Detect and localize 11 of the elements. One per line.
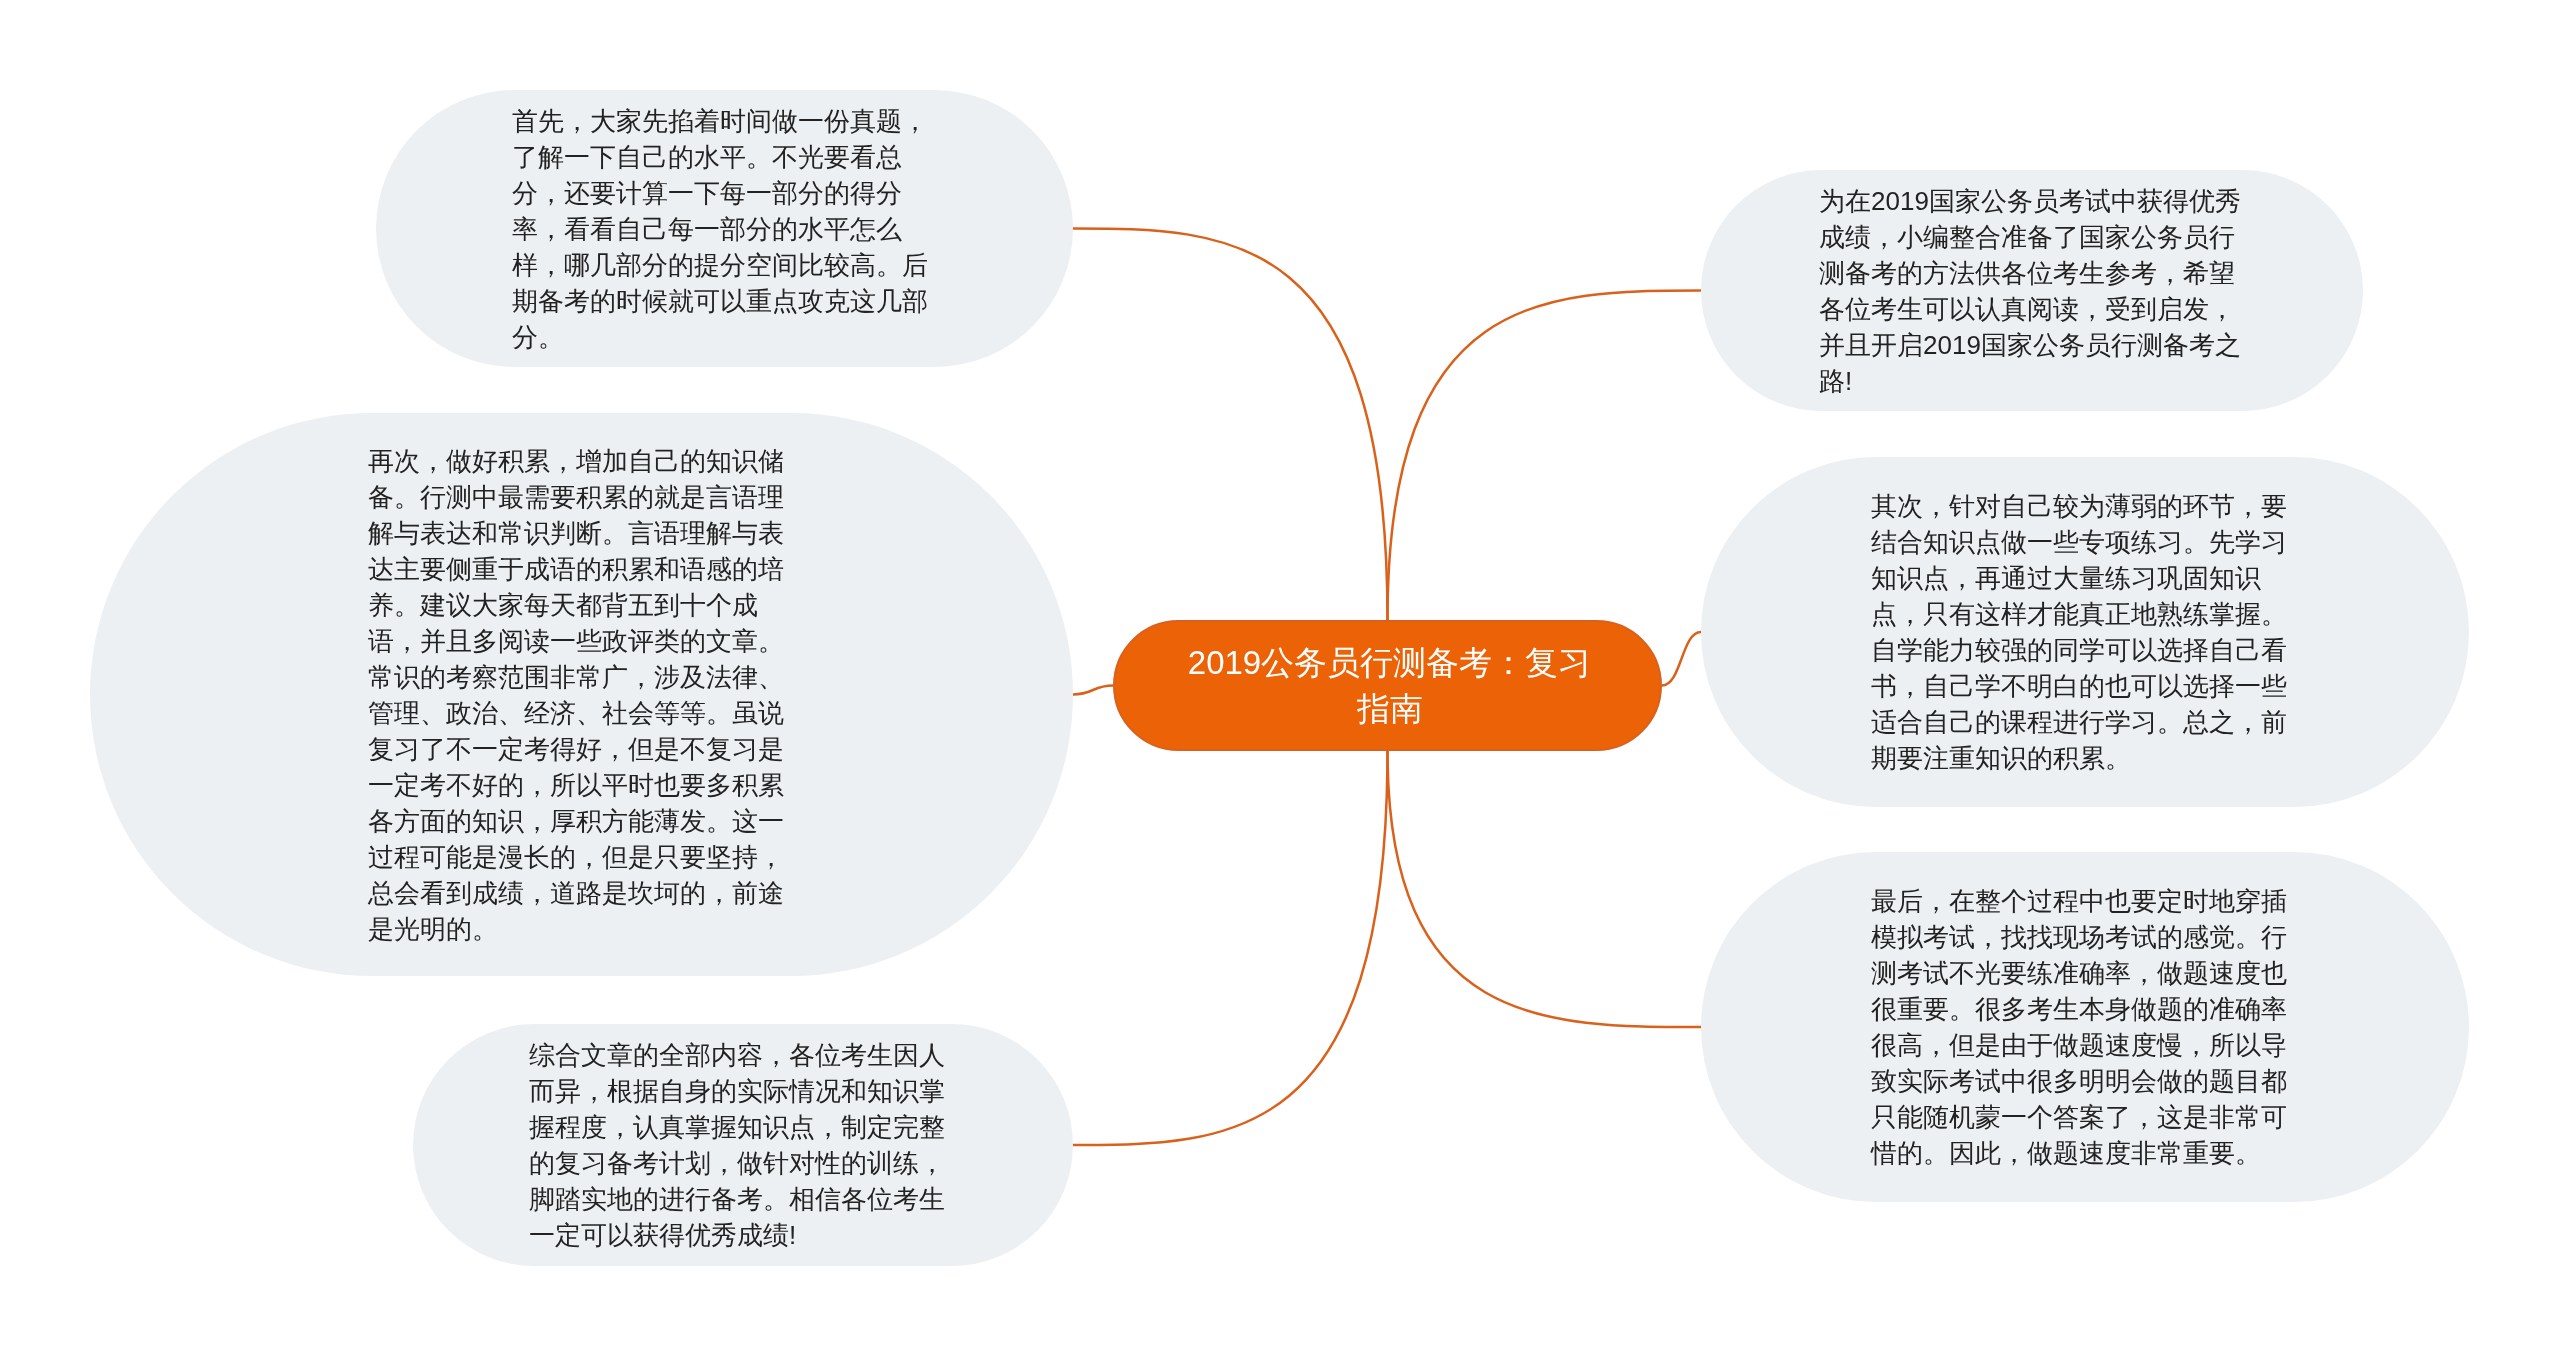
note-text: 为在2019国家公务员考试中获得优秀成绩，小编整合准备了国家公务员行测备考的方法供各位考生参考，希望各位考生可以认真阅读，受到启发，并且开启2019国家公务员行测备考之路!	[1819, 184, 2242, 398]
connector-line	[1072, 684, 1114, 696]
note-text: 其次，针对自己较为薄弱的环节，要结合知识点做一些专项练习。先学习知识点，再通过大量练习巩固知识点，只有这样才能真正地熟练掌握。自学能力较强的同学可以选择自己看书，自己学不明白的也可以选择一些适合自己的课程进行学习。总之，前期要注重知识的积累。	[1871, 490, 2288, 775]
note-text: 最后，在整个过程中也要定时地穿插模拟考试，找找现场考试的感觉。行测考试不光要练准确率，做题速度也很重要。很多考生本身做题的准确率很高，但是由于做题速度慢，所以导致实际考试中很多明明会做的题目都只能随机蒙一个答案了，这是非常可惜的。因此，做题速度非常重要。	[1871, 885, 2288, 1170]
note-text: 再次，做好积累，增加自己的知识储备。行测中最需要积累的就是言语理解与表达和常识判断。言语理解与表达主要侧重于成语的积累和语感的培养。建议大家每天都背五到十个成语，并且多阅读一些政评类的文章。常识的考察范围非常广，涉及法律、管理、政治、经济、社会等等。虽说复习了不一定考得好，但是不复习是一定考不好的，所以平时也要多积累各方面的知识，厚积方能薄发。这一过程可能是漫长的，但是只要坚持，总会看到成绩，道路是坎坷的，前途是光明的。	[368, 444, 785, 946]
note-text: 综合文章的全部内容，各位考生因人而异，根据自身的实际情况和知识掌握程度，认真掌握知识点，制定完整的复习备考计划，做针对性的训练，脚踏实地的进行备考。相信各位考生一定可以获得优秀成绩!	[529, 1039, 946, 1252]
topic-title: 2019公务员行测备考：复习指南	[1186, 642, 1593, 729]
connector-line	[1661, 630, 1702, 687]
connector-line	[1386, 289, 1701, 621]
connector-line	[1386, 750, 1701, 1029]
note-text: 首先，大家先掐着时间做一份真题，了解一下自己的水平。不光要看总分，还要计算一下每一部分的得分率，看看自己每一部分的水平怎么样，哪几部分的提分空间比较高。后期备考的时候就可以重点攻克这几部分。	[512, 104, 929, 354]
